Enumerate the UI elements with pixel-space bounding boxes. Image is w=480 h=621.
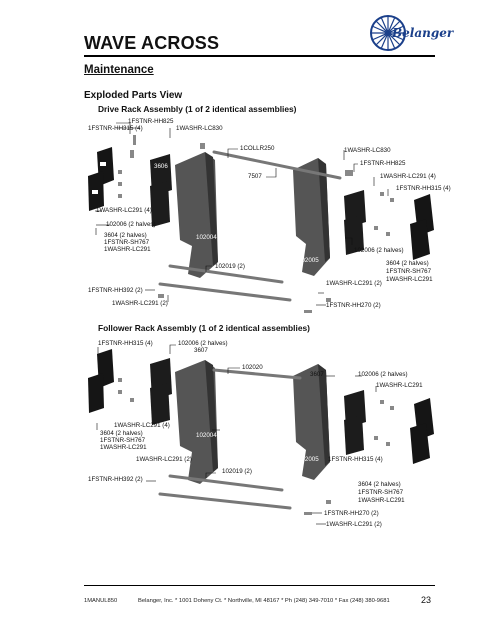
drive-label-washr-lc291-l4: 1WASHR-LC291 (4) bbox=[96, 207, 152, 214]
drive-label-fstnr-hh825-top: 1FSTNR-HH825 bbox=[128, 118, 174, 125]
follower-label-102004: 102004 bbox=[196, 432, 217, 439]
logo-graphic bbox=[370, 15, 406, 51]
header-rule bbox=[84, 55, 435, 57]
follower-label-3604-right-1: 3604 (2 halves) bbox=[358, 481, 401, 488]
follower-right-spacer-3607 bbox=[344, 390, 366, 455]
drive-label-3604-left-3: 1WASHR-LC291 bbox=[104, 246, 151, 253]
follower-left-plate-102004 bbox=[175, 360, 218, 484]
drive-label-102004: 102004 bbox=[196, 234, 217, 241]
drive-label-fstnr-hh315-right: 1FSTNR-HH315 (4) bbox=[396, 185, 451, 192]
drive-label-washr-lc830-left: 1WASHR-LC830 bbox=[176, 125, 223, 132]
drive-label-102006-right: 102006 (2 halves) bbox=[354, 247, 404, 254]
drive-assembly-title: Drive Rack Assembly (1 of 2 identical as… bbox=[98, 104, 297, 114]
subheading: Exploded Parts View bbox=[84, 90, 183, 101]
follower-label-fstnr-hh315-right: 1FSTNR-HH315 (4) bbox=[328, 456, 383, 463]
drive-label-collr250: 1COLLR250 bbox=[240, 145, 275, 152]
drive-left-endcap bbox=[88, 147, 114, 211]
follower-assembly-title: Follower Rack Assembly (1 of 2 identical… bbox=[98, 323, 310, 333]
drive-label-washr-lc291-b2: 1WASHR-LC291 (2) bbox=[112, 300, 168, 307]
drive-label-102006-left: 102006 (2 halves) bbox=[106, 221, 156, 228]
follower-label-fstnr-hh392: 1FSTNR-HH392 (2) bbox=[88, 476, 143, 483]
drive-label-102005: 102005 bbox=[298, 257, 319, 264]
footer-address: Belanger, Inc. * 1001 Doheny Ct. * North… bbox=[138, 598, 390, 604]
drive-label-fstnr-hh315-left: 1FSTNR-HH315 (4) bbox=[88, 125, 143, 132]
follower-label-3607-right: 3607 bbox=[310, 371, 324, 378]
drive-label-3604-right-1: 3604 (2 halves) bbox=[386, 260, 429, 267]
drive-label-fstnr-hh825-right: 1FSTNR-HH825 bbox=[360, 160, 406, 167]
drive-label-washr-lc830-right: 1WASHR-LC830 bbox=[344, 147, 391, 154]
follower-right-plate-102005 bbox=[293, 364, 330, 480]
follower-label-102019: 102019 (2) bbox=[222, 468, 252, 475]
drive-left-spacer-3606 bbox=[150, 154, 172, 227]
follower-label-3604-left-3: 1WASHR-LC291 bbox=[100, 444, 147, 451]
follower-label-3604-left-2: 1FSTNR-SH767 bbox=[100, 437, 146, 444]
footer-code: 1MANUL850 bbox=[84, 598, 118, 604]
drive-shafts bbox=[158, 150, 342, 302]
drive-label-fstnr-hh392: 1FSTNR-HH392 (2) bbox=[88, 287, 143, 294]
follower-label-102005: 102005 bbox=[298, 456, 319, 463]
logo-wordmark: Belanger bbox=[392, 26, 454, 40]
follower-label-washr-lc291-2: 1WASHR-LC291 (2) bbox=[136, 456, 192, 463]
follower-right-endcap bbox=[410, 398, 434, 464]
follower-label-3607-top: 3607 bbox=[194, 347, 208, 354]
belanger-logo: Belanger bbox=[368, 12, 453, 54]
drive-label-3606-right: 3606 bbox=[355, 185, 369, 192]
follower-label-washr-lc291-b2: 1WASHR-LC291 (2) bbox=[326, 521, 382, 528]
follower-label-3604-right-3: 1WASHR-LC291 bbox=[358, 497, 405, 504]
follower-label-102006-top: 102006 (2 halves) bbox=[178, 340, 228, 347]
leader-lines bbox=[95, 122, 389, 525]
drive-label-fstnr-hh270: 1FSTNR-HH270 (2) bbox=[326, 302, 381, 309]
drive-label-102019: 102019 (2) bbox=[215, 263, 245, 270]
follower-label-washr-lc291-right: 1WASHR-LC291 bbox=[376, 382, 423, 389]
drive-label-3604-right-2: 1FSTNR-SH767 bbox=[386, 268, 432, 275]
page-title: WAVE ACROSS bbox=[84, 33, 220, 53]
drive-label-7507: 7507 bbox=[248, 173, 262, 180]
drive-label-3604-left-2: 1FSTNR-SH767 bbox=[104, 239, 150, 246]
follower-label-fstnr-hh315-left: 1FSTNR-HH315 (4) bbox=[98, 340, 153, 347]
drive-label-3604-right-3: 1WASHR-LC291 bbox=[386, 276, 433, 283]
page-number: 23 bbox=[421, 595, 432, 605]
follower-label-3604-left-1: 3604 (2 halves) bbox=[100, 430, 143, 437]
drive-label-washr-lc291-r4: 1WASHR-LC291 (4) bbox=[380, 173, 436, 180]
footer-rule bbox=[84, 585, 435, 586]
follower-label-washr-lc291-l4: 1WASHR-LC291 (4) bbox=[114, 422, 170, 429]
section-heading: Maintenance bbox=[84, 64, 154, 76]
follower-label-3604-right-2: 1FSTNR-SH767 bbox=[358, 489, 404, 496]
follower-label-102006-right: 102006 (2 halves) bbox=[358, 371, 408, 378]
follower-left-spacer-3607 bbox=[150, 358, 172, 425]
drive-label-washr-lc291-r2: 1WASHR-LC291 (2) bbox=[326, 280, 382, 287]
follower-label-102020: 102020 bbox=[242, 364, 263, 371]
follower-shafts bbox=[158, 368, 302, 510]
drive-left-plate-102004 bbox=[175, 152, 218, 278]
drive-label-3606-left: 3606 bbox=[154, 163, 168, 170]
drive-label-3604-left-1: 3604 (2 halves) bbox=[104, 232, 147, 239]
follower-fasteners bbox=[118, 378, 394, 515]
drive-right-endcap bbox=[410, 194, 434, 260]
follower-label-fstnr-hh270: 1FSTNR-HH270 (2) bbox=[324, 510, 379, 517]
drive-fasteners bbox=[118, 135, 394, 313]
drive-right-plate-102005 bbox=[293, 158, 330, 276]
drive-right-spacer-3606 bbox=[344, 190, 366, 255]
follower-left-endcap bbox=[88, 349, 114, 413]
